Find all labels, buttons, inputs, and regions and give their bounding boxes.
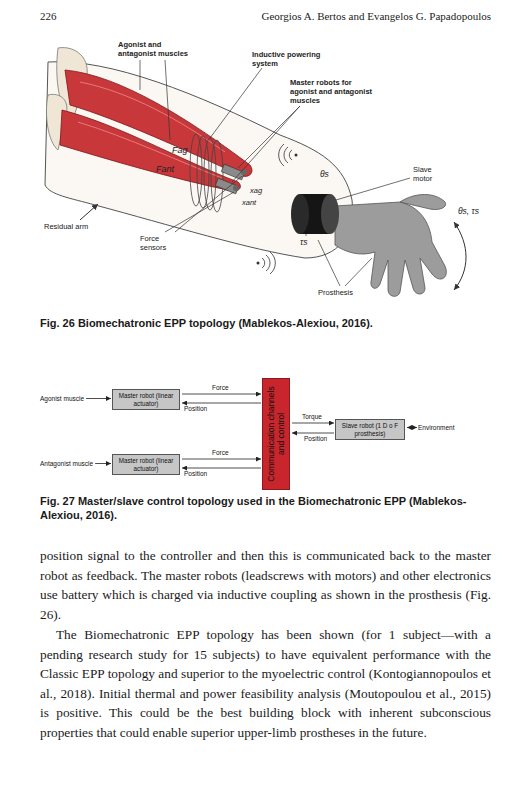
wireless-symbol [257,262,260,265]
figure-label: Force sensors [140,234,180,252]
node-text: Master robot (linear actuator) [116,392,176,407]
wireless-symbol [262,252,275,274]
page-number: 226 [40,10,57,22]
coil [211,140,223,212]
wireless-symbol [279,144,292,166]
leader-line [165,60,170,140]
muscle-highlight [80,82,225,152]
edge-label: Position [304,435,327,443]
body-paragraph: The Biomechatronic EPP topology has been… [40,625,491,743]
figure-label: Agonist and antagonist muscles [118,40,198,58]
leader-arrow [80,204,98,220]
signal-arrow [182,468,261,469]
figure-label: Slave motor [413,165,453,183]
edge-label: Position [184,405,207,413]
figure-label: Prosthesis [318,288,353,297]
coil [197,136,209,208]
figure-label: Residual arm [44,222,88,231]
leader-line [140,60,141,90]
leader-line [318,240,340,286]
leader-line [210,68,262,138]
angle-symbol: θs [320,170,329,179]
angle-torque-symbol: θs, τs [458,207,479,216]
control-block: Communication channels and control [262,378,290,490]
leader-line [165,192,234,232]
edge-label: Position [184,470,207,478]
signal-arrow [292,423,334,424]
torque-symbol: τs [300,238,307,247]
node-text: Master robot (linear actuator) [116,457,176,472]
signal-arrow [407,427,417,428]
position-symbol: xant [242,198,256,207]
figure-label: Inductive powering system [252,50,322,68]
figure-label: Master robots for agonist and antagonist… [290,78,380,105]
muscle-highlight [78,122,222,178]
signal-arrow [292,433,334,434]
slave-motor [291,194,309,234]
running-head: Georgios A. Bertos and Evangelos G. Papa… [191,10,491,22]
signal-source-text: Antagonist muscle [40,459,93,468]
slave-robot-box: Slave robot (1 D o F prosthesis) [335,419,405,440]
edge-label: Force [212,449,229,457]
signal-source-text: Agonist muscle [40,394,84,403]
leader-line [232,106,300,182]
master-robot [215,178,238,194]
node-text: Environment [418,423,455,432]
signal-source-text: Environment [418,423,455,432]
signal-arrow [182,394,261,395]
figure-caption: Fig. 27 Master/slave control topology us… [40,494,491,522]
master-robot-box: Master robot (linear actuator) [112,454,180,475]
signal-arrow [182,459,261,460]
force-sensor [241,169,247,175]
leader-line [175,176,242,232]
edge-label: Torque [302,413,322,421]
prosthetic-hand [335,202,446,296]
figure-caption: Fig. 26 Biomechatronic EPP topology (Mab… [40,316,491,330]
signal-arrow [86,398,111,399]
wireless-symbol [295,154,298,157]
node-text: Agonist muscle [40,394,84,403]
edge-label: Force [212,384,229,392]
leader-line [238,106,300,168]
node-text: Slave robot (1 D o F prosthesis) [339,422,401,437]
body-paragraph: position signal to the controller and th… [40,546,491,624]
prosthetic-thumb [400,195,446,210]
signal-arrow [95,463,111,464]
leader-line [345,258,372,286]
master-robot-box: Master robot (linear actuator) [112,389,180,410]
leader-line [336,178,410,200]
node-text: Antagonist muscle [40,459,93,468]
node-text: Communication channels and control [266,382,286,486]
coil [190,134,202,206]
force-symbol: Fant [156,165,174,174]
motion-arrow [454,222,466,290]
position-symbol: xag [250,186,262,195]
signal-arrow [182,403,261,404]
antagonist-muscle [60,110,240,191]
force-symbol: Fag [172,146,188,155]
leader-line [306,234,307,236]
force-sensor [233,185,239,191]
